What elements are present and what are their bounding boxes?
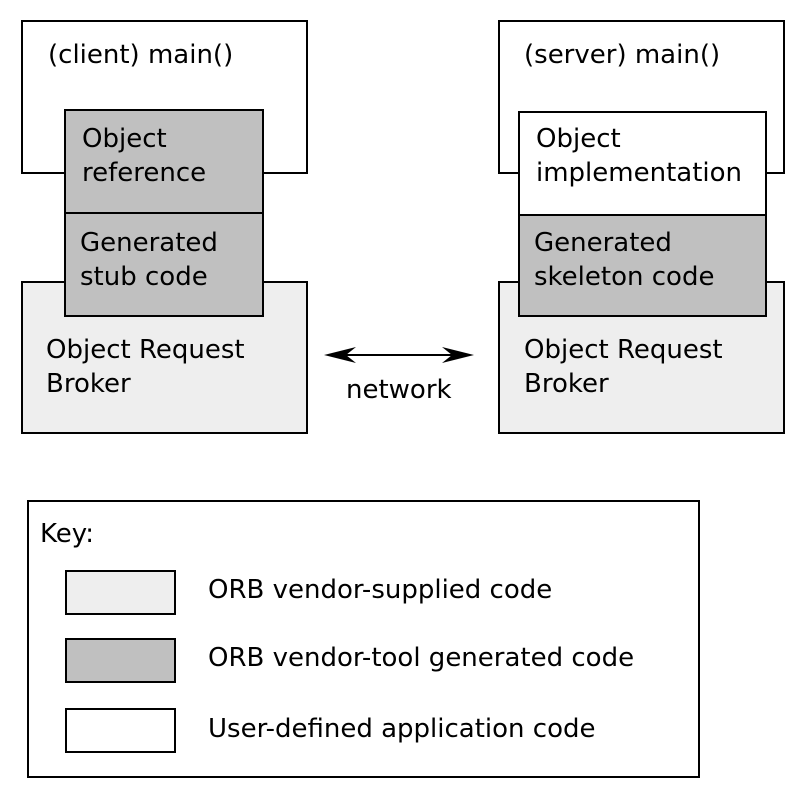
legend-swatch-user-defined <box>65 708 176 753</box>
stub-code-box <box>64 212 264 317</box>
server-main-label: (server) main() <box>524 40 721 70</box>
stub-code-label-line2: stub code <box>80 262 208 292</box>
object-implementation-label-line1: Object <box>536 124 621 154</box>
legend-swatch-generated <box>65 638 176 683</box>
server-orb-label-line2: Broker <box>524 369 609 399</box>
object-reference-label-line2: reference <box>82 158 207 188</box>
object-reference-label-line1: Object <box>82 124 167 154</box>
object-implementation-label-line2: implementation <box>536 158 743 188</box>
client-orb-label-line1: Object Request <box>46 335 245 365</box>
skeleton-code-box <box>518 214 767 317</box>
skeleton-code-label-line1: Generated <box>534 228 672 258</box>
network-arrow <box>324 347 474 363</box>
client-main-label: (client) main() <box>48 40 234 70</box>
skeleton-code-label-line2: skeleton code <box>534 262 715 292</box>
client-orb-label-line2: Broker <box>46 369 131 399</box>
legend-swatch-vendor-supplied <box>65 570 176 615</box>
server-orb-label-line1: Object Request <box>524 335 723 365</box>
legend-title: Key: <box>40 519 95 549</box>
legend-label-vendor-supplied: ORB vendor-supplied code <box>208 575 553 605</box>
object-implementation-box <box>518 111 767 216</box>
network-arrow-right-head <box>442 347 474 363</box>
legend-label-generated: ORB vendor-tool generated code <box>208 643 635 673</box>
legend-label-user-defined: User-defined application code <box>208 714 596 744</box>
network-label: network <box>346 375 452 405</box>
stub-code-label-line1: Generated <box>80 228 218 258</box>
network-arrow-left-head <box>324 347 356 363</box>
